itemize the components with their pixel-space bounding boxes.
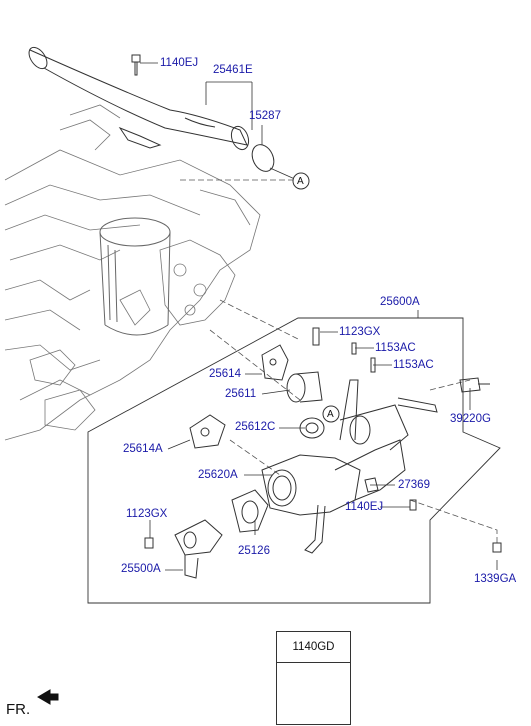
front-arrow-shape [37,689,59,705]
engine-block-outline [4,104,261,441]
water-inlet-25500a-shape [174,519,223,579]
label-25614[interactable]: 25614 [209,368,241,380]
label-1140ej-bottom[interactable]: 1140EJ [345,501,384,513]
callout-a-top-circle [292,172,310,190]
label-25600a[interactable]: 25600A [380,296,420,308]
label-25612c[interactable]: 25612C [235,421,276,433]
dashed-reference-lines [180,179,498,545]
label-25614a[interactable]: 25614A [123,443,163,455]
label-1123gx-top[interactable]: 1123GX [339,326,381,338]
bracket-pipe-shape [397,397,438,413]
o-ring-shape [251,144,275,172]
label-15287[interactable]: 15287 [249,110,281,122]
label-27369[interactable]: 27369 [398,479,430,491]
label-25126[interactable]: 25126 [238,545,270,557]
label-1153ac-2[interactable]: 1153AC [393,359,434,371]
leader-lines [140,62,498,571]
callout-a-mid-circle [322,405,340,423]
label-25500a[interactable]: 25500A [121,563,161,575]
label-39220g[interactable]: 39220G [450,413,491,425]
label-1339ga[interactable]: 1339GA [474,573,517,585]
label-25461e[interactable]: 25461E [213,64,253,76]
label-1153ac-1[interactable]: 1153AC [375,342,416,354]
label-25611[interactable]: 25611 [225,388,257,400]
gasket-25614a-shape [189,414,226,449]
gasket-25126-shape [231,489,269,533]
label-1140ej-top[interactable]: 1140EJ [160,57,199,69]
oil-filter-outline [99,217,171,336]
assembly-boundary [87,317,501,604]
gasket-25612c-shape [299,417,325,439]
small-bolts-shape [144,327,502,553]
callout-a-mid: A [327,409,334,420]
label-25620a[interactable]: 25620A [198,469,238,481]
callout-a-top: A [297,176,304,187]
sensor-39220g-shape [459,377,490,393]
front-direction-label: FR. [6,701,31,718]
water-pipe-shape [28,46,250,151]
label-1123gx-bottom[interactable]: 1123GX [126,508,168,520]
legend-box: 1140GD [276,631,351,725]
gasket-25614-shape [261,344,289,381]
fitting-25611-shape [286,371,323,403]
legend-code: 1140GD [277,632,350,663]
bolt-top-shape [131,54,141,76]
thermostat-housing-shape [261,379,409,554]
